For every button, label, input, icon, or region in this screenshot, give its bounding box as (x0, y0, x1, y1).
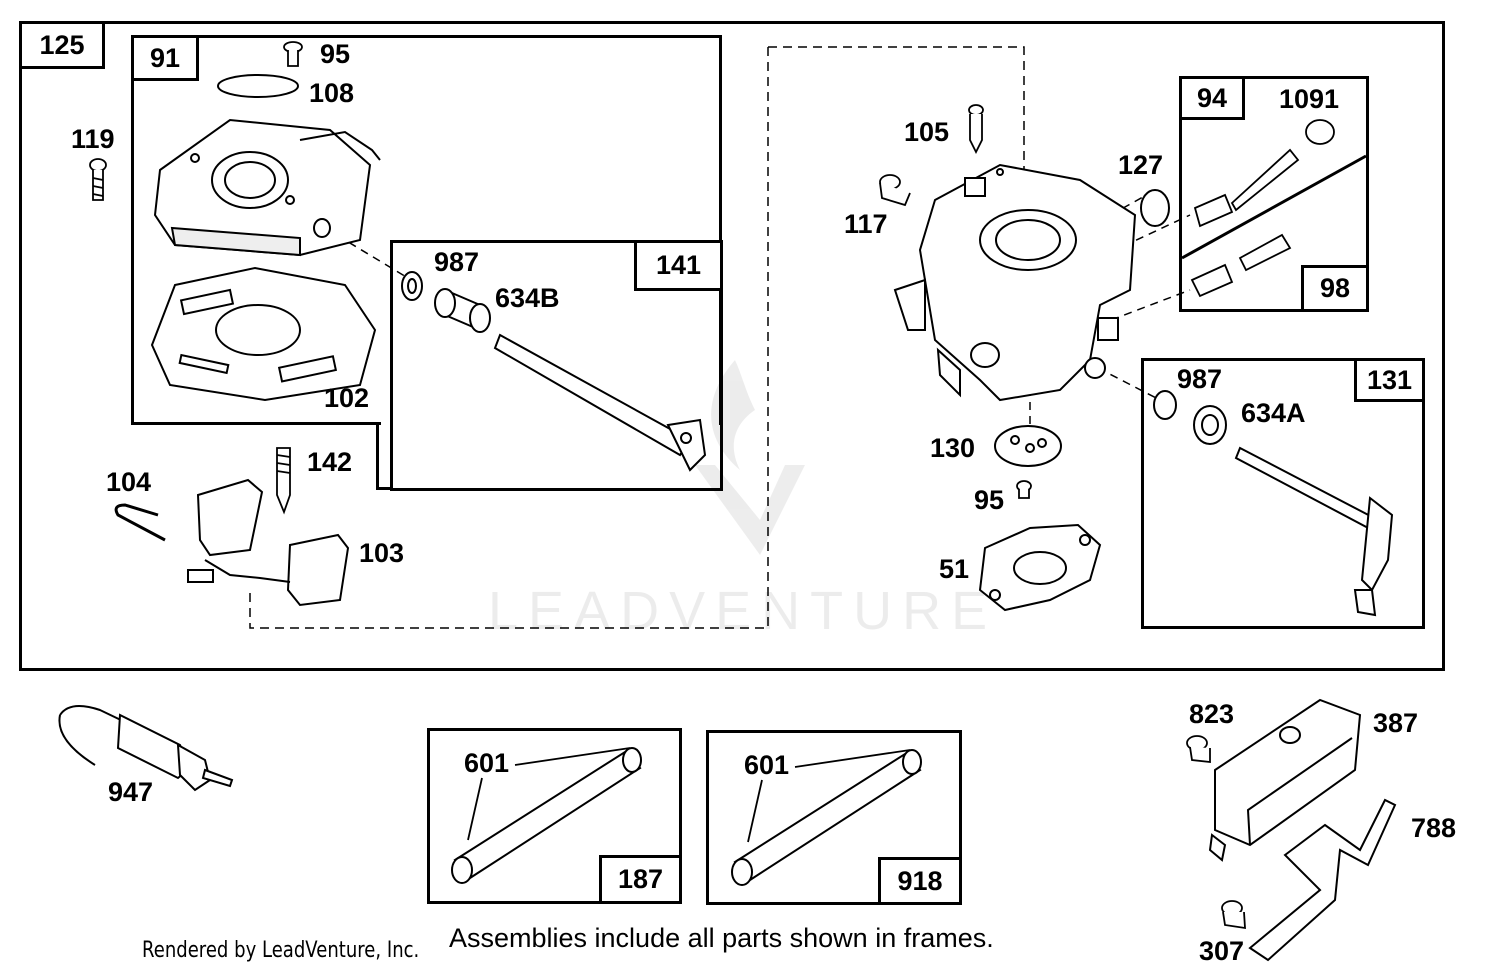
plug-117 (879, 174, 911, 207)
screw-95-top (283, 41, 303, 67)
bushing-634b (434, 288, 491, 333)
part-label-987-right: 987 (1177, 364, 1223, 394)
frame-125 (19, 21, 1445, 671)
part-label-95: 95 (320, 39, 351, 69)
frame-187-label: 187 (599, 855, 682, 904)
part-label-307: 307 (1199, 936, 1245, 966)
part-label-987: 987 (434, 247, 480, 277)
gasket-51 (978, 523, 1102, 612)
frame-918 (706, 730, 962, 905)
render-credit: Rendered by LeadVenture, Inc. (142, 938, 420, 963)
fuel-line-187 (451, 747, 642, 884)
frame-98-label: 98 (1301, 265, 1369, 312)
gasket-108 (217, 74, 299, 98)
seal-127 (1140, 189, 1170, 227)
part-label-387: 387 (1373, 708, 1419, 738)
idle-screw-98 (1190, 233, 1292, 298)
part-label-1091: 1091 (1279, 84, 1340, 114)
seal-987-left (401, 271, 423, 301)
part-label-117: 117 (844, 209, 888, 239)
part-label-823: 823 (1189, 699, 1235, 729)
solid-leaders (467, 747, 911, 843)
frame-91-edge-vertical (376, 422, 379, 490)
part-label-105: 105 (904, 117, 950, 147)
seal-987-right (1153, 390, 1227, 445)
part-label-947: 947 (108, 777, 154, 807)
part-label-104: 104 (106, 467, 152, 497)
screw-119 (89, 158, 107, 201)
float-103 (187, 478, 350, 607)
frame-94-label: 94 (1179, 76, 1245, 120)
carburetor-upper-body (153, 118, 381, 257)
frame-91-edge-tail (376, 487, 392, 490)
part-label-601-a: 601 (464, 748, 510, 778)
part-label-103: 103 (359, 538, 405, 568)
choke-shaft-141 (493, 333, 707, 472)
part-label-788: 788 (1411, 813, 1457, 843)
part-label-102: 102 (324, 383, 370, 413)
part-label-95-small: 95 (974, 485, 1005, 515)
frame-91-edge (131, 422, 381, 425)
frame-918-label: 918 (878, 857, 962, 905)
bolt-823 (1186, 735, 1211, 764)
frame-94-98 (1179, 76, 1369, 312)
part-label-51: 51 (939, 554, 970, 584)
fuel-line-918 (731, 749, 922, 886)
part-label-142: 142 (307, 447, 353, 477)
frame-187 (427, 728, 682, 904)
gasket-102 (150, 266, 377, 402)
part-label-601-b: 601 (744, 750, 790, 780)
bolt-307 (1221, 900, 1246, 930)
fuel-pump-387 (1208, 698, 1362, 862)
throttle-plate-130 (994, 425, 1062, 467)
frame-131 (1141, 358, 1425, 629)
frame-91 (131, 35, 722, 425)
frame-125-label: 125 (19, 21, 105, 69)
needle-94 (1193, 119, 1335, 228)
throttle-shaft-131 (1234, 446, 1394, 617)
screw-105 (968, 104, 984, 155)
carburetor-body (893, 163, 1137, 402)
part-label-634b: 634B (495, 283, 560, 313)
needle-divider (1181, 154, 1367, 260)
part-label-108: 108 (309, 78, 355, 108)
watermark-text: LEADVENTURE (488, 581, 998, 641)
clip-104 (114, 503, 166, 542)
part-label-119: 119 (71, 124, 115, 154)
bracket-788 (1248, 798, 1397, 962)
screw-95-small (1016, 480, 1032, 499)
part-label-130: 130 (930, 433, 976, 463)
solenoid-947 (58, 705, 234, 792)
pin-142 (276, 447, 291, 515)
part-label-127: 127 (1118, 150, 1164, 180)
assembly-note: Assemblies include all parts shown in fr… (449, 923, 994, 953)
frame-141-label: 141 (634, 240, 723, 291)
frame-91-label: 91 (131, 35, 199, 81)
frame-141 (390, 240, 723, 491)
frame-131-label: 131 (1354, 358, 1425, 402)
part-label-634a: 634A (1241, 398, 1306, 428)
